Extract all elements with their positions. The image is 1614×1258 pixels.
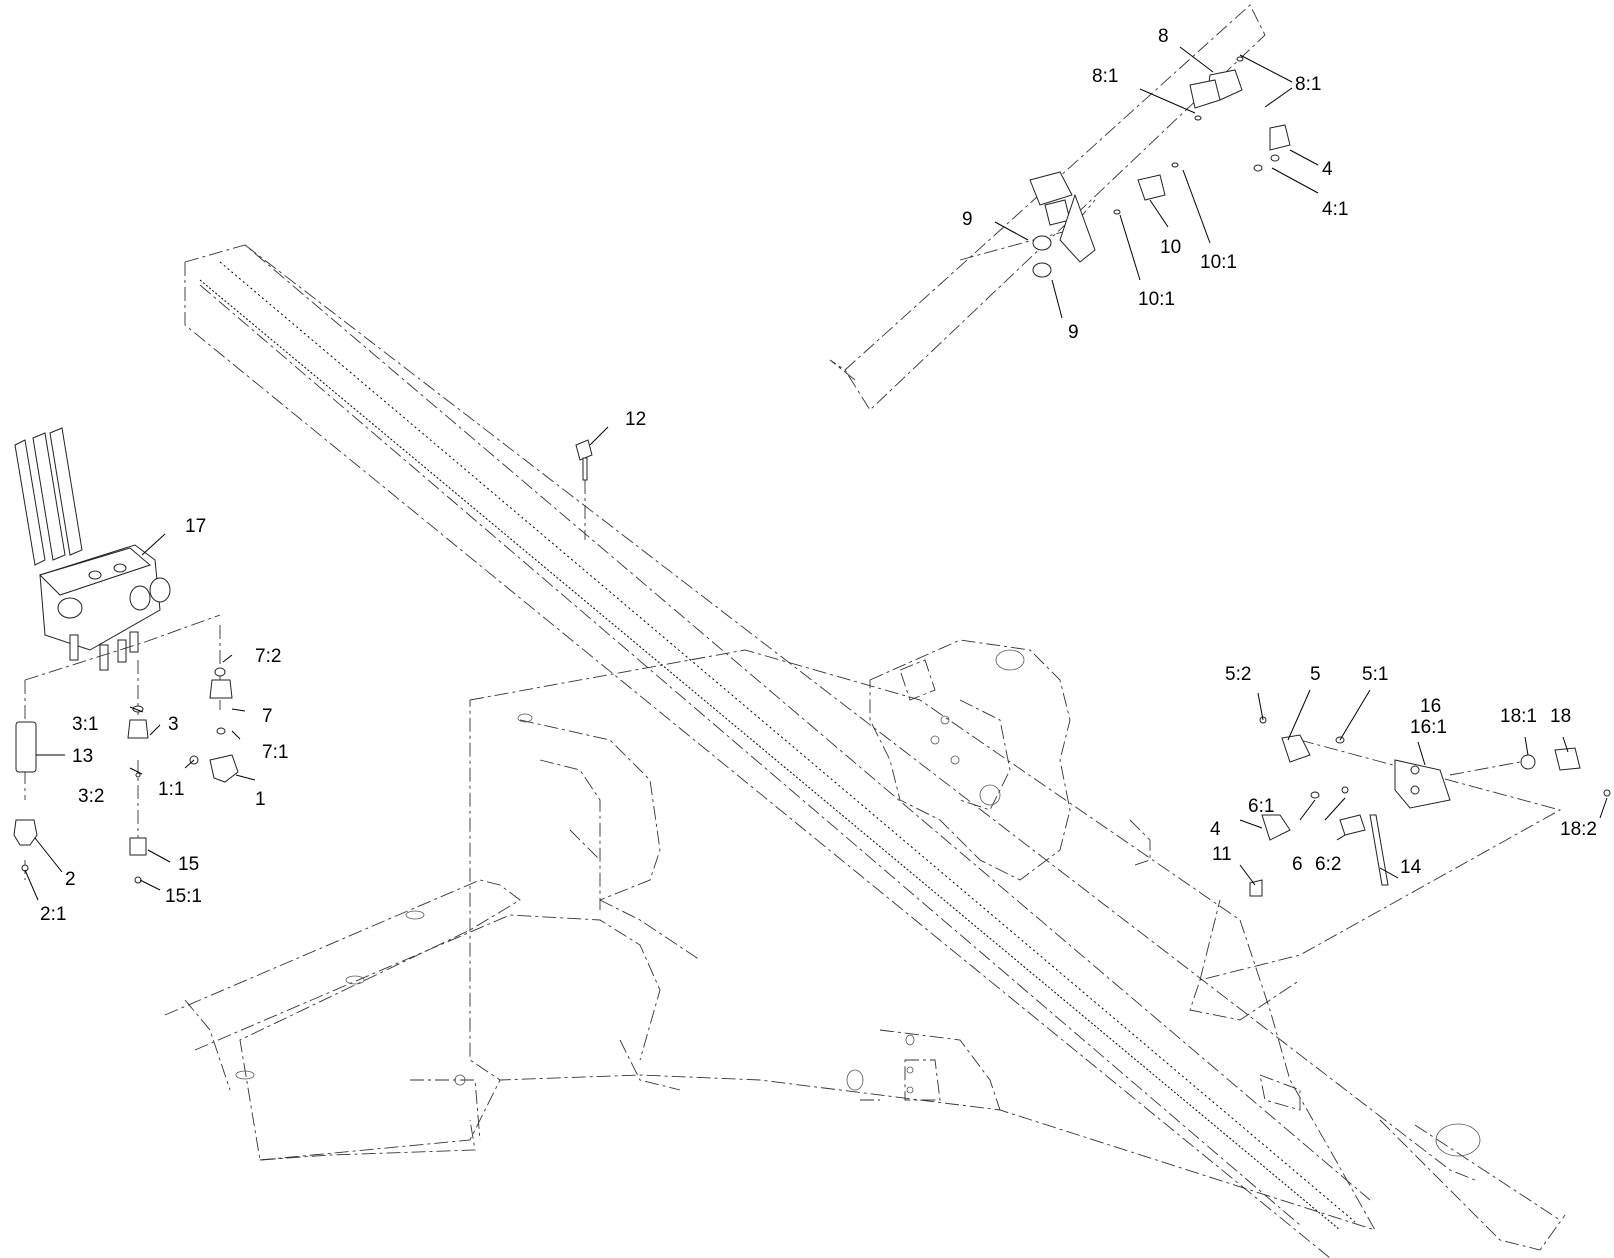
callout-16: 16	[1420, 696, 1441, 717]
callout-5: 5	[1310, 664, 1321, 685]
bolt-12	[575, 439, 593, 540]
right-fittings	[1249, 716, 1611, 897]
control-valve	[14, 427, 171, 671]
callout-13: 13	[72, 746, 93, 767]
callout-10: 10	[1160, 237, 1181, 258]
callout-3: 3	[168, 714, 179, 735]
callout-5-1: 5:1	[1362, 664, 1388, 685]
callouts: 8 8:1 8:1 4 4:1 9 9 10 10:1 10:1 12 17 7…	[40, 26, 1597, 925]
leader-lines	[24, 46, 1608, 901]
callout-5-2: 5:2	[1225, 664, 1251, 685]
callout-1: 1	[255, 789, 266, 810]
left-fittings	[13, 614, 239, 884]
callout-2: 2	[65, 869, 76, 890]
callout-17: 17	[185, 516, 206, 537]
callout-3-2: 3:2	[78, 786, 104, 807]
top-fittings	[1029, 56, 1291, 278]
callout-18: 18	[1550, 706, 1571, 727]
callout-4-top: 4	[1322, 159, 1333, 180]
callout-18-1: 18:1	[1500, 706, 1537, 727]
callout-15-1: 15:1	[165, 886, 202, 907]
callout-10-1-right: 10:1	[1200, 252, 1237, 273]
callout-1-1: 1:1	[158, 779, 184, 800]
callout-15: 15	[178, 854, 199, 875]
callout-8-1-left: 8:1	[1092, 66, 1118, 87]
callout-9-upper: 9	[962, 209, 973, 230]
callout-6-2: 6:2	[1315, 854, 1341, 875]
callout-7-1: 7:1	[262, 742, 288, 763]
gear-rack	[184, 244, 1566, 1258]
callout-16-1: 16:1	[1410, 717, 1447, 738]
callout-14: 14	[1400, 857, 1422, 878]
callout-4-right: 4	[1210, 819, 1221, 840]
drive-housing	[869, 639, 1301, 1111]
callout-6-1: 6:1	[1248, 796, 1274, 817]
callout-7-2: 7:2	[255, 646, 281, 667]
mount-plate-lower	[1189, 739, 1562, 1021]
callout-11: 11	[1212, 844, 1232, 865]
callout-8-1-right: 8:1	[1295, 74, 1321, 95]
callout-7: 7	[262, 706, 273, 727]
callout-10-1-left: 10:1	[1138, 289, 1175, 310]
callout-6: 6	[1292, 854, 1303, 875]
callout-12: 12	[625, 409, 646, 430]
callout-2-1: 2:1	[40, 904, 66, 925]
mount-plate-upper	[829, 4, 1266, 411]
callout-3-1: 3:1	[72, 714, 98, 735]
chassis-frame	[164, 649, 1376, 1231]
callout-4-1: 4:1	[1322, 199, 1348, 220]
callout-9-lower: 9	[1068, 322, 1079, 343]
callout-8: 8	[1158, 26, 1169, 47]
callout-18-2: 18:2	[1560, 819, 1597, 840]
